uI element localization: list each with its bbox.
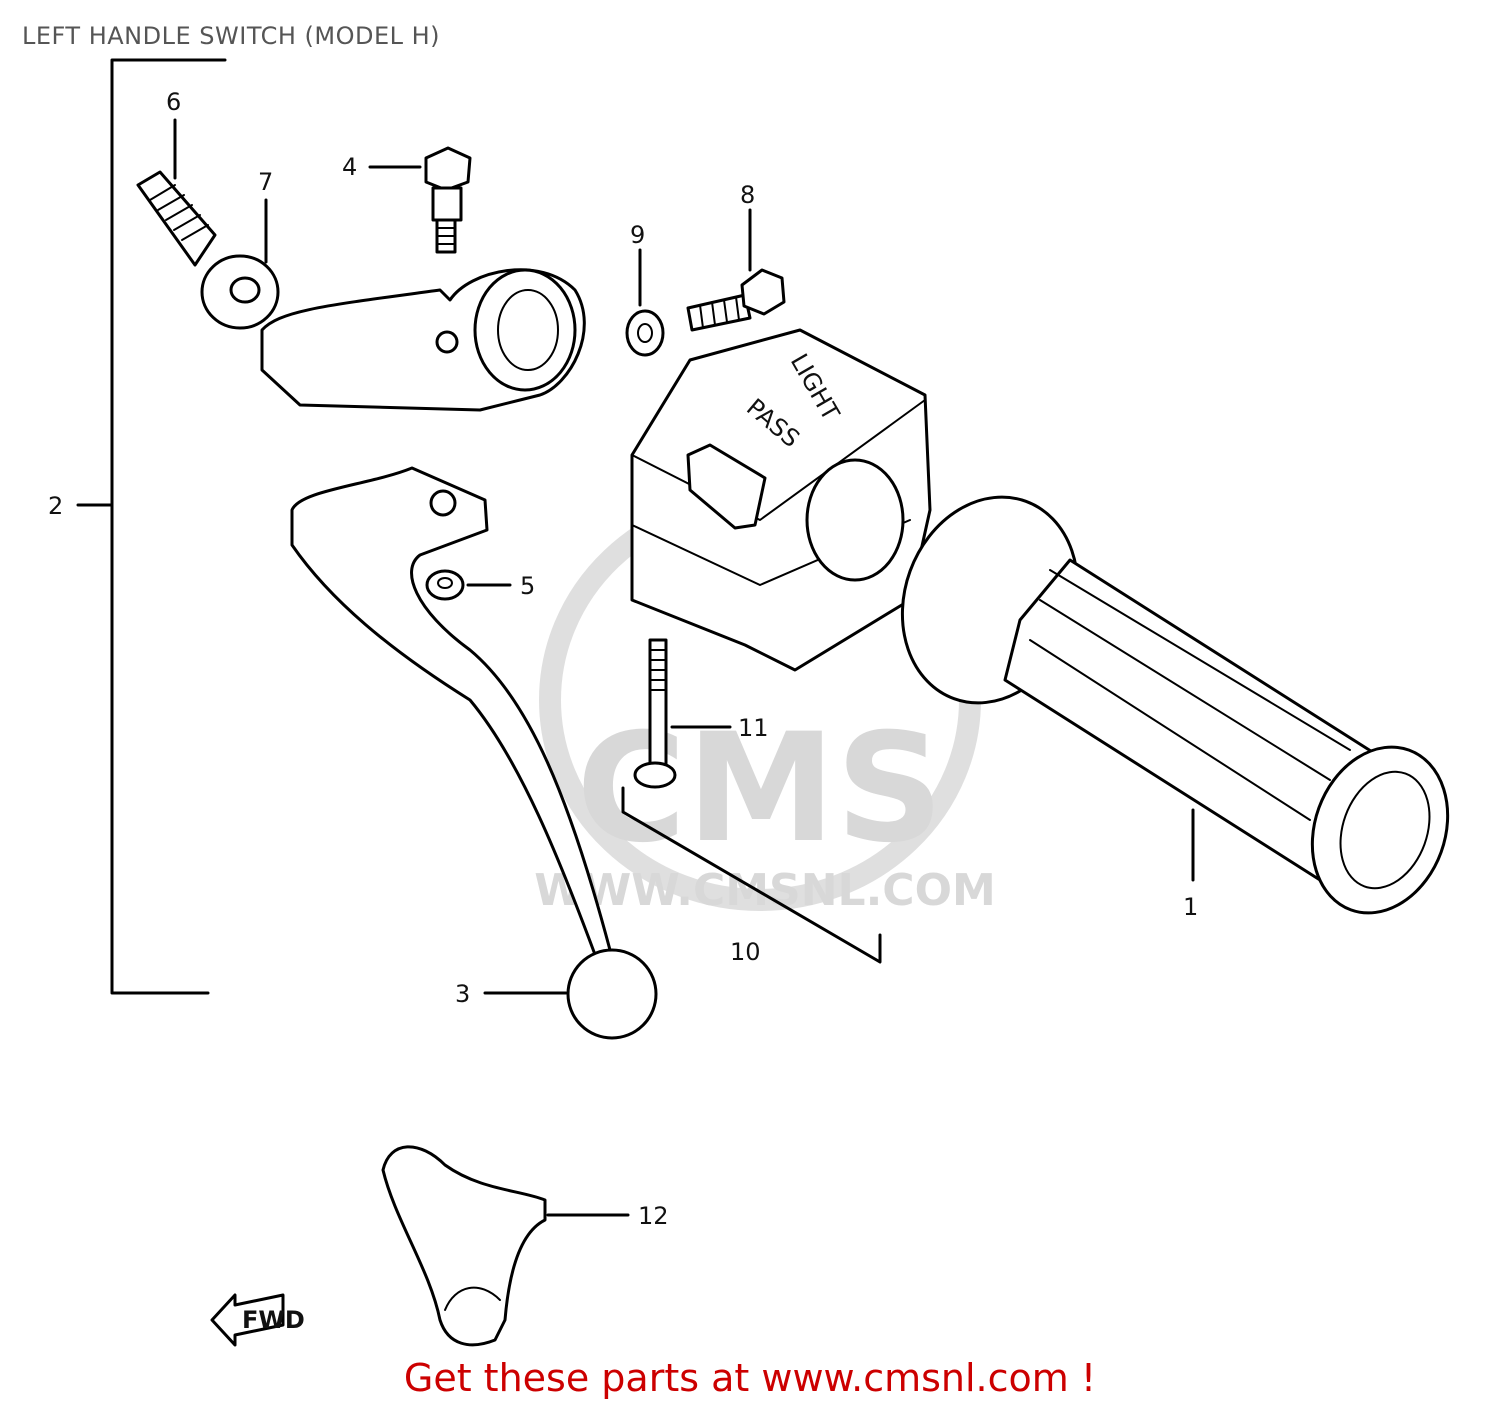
screw-part-8 [686,208,786,332]
left-handle-switch-housing: LIGHT PASS [630,328,932,672]
bracket-part-2 [76,58,227,995]
lever-holder-bracket [260,268,586,412]
callout-10: 10 [730,938,761,966]
lever-boot-part-12 [381,1145,630,1347]
forward-direction-arrow: FWD [210,1293,305,1347]
watermark-url: WWW.CMSNL.COM [534,865,996,916]
bolt-part-4 [368,146,472,254]
cms-watermark: CMS WWW.CMSNL.COM [534,489,996,916]
adjuster-screw-part-6 [136,118,217,267]
callout-4: 4 [342,153,357,181]
callout-8: 8 [740,181,755,209]
fwd-label: FWD [242,1306,305,1334]
handle-grip-part-1 [900,495,1450,915]
callout-12: 12 [638,1202,669,1230]
callout-3: 3 [455,980,470,1008]
callout-11: 11 [738,714,769,742]
washer-part-9 [625,248,665,357]
callout-7: 7 [258,168,273,196]
callout-5: 5 [520,572,535,600]
clutch-lever [290,466,612,962]
lock-nut-part-7 [200,198,280,330]
watermark-brand: CMS [576,702,943,876]
lever-ball-part-3 [483,948,658,1040]
page-title: LEFT HANDLE SWITCH (MODEL H) [22,22,441,50]
nut-part-5 [425,569,512,601]
callout-2: 2 [48,492,63,520]
callout-6: 6 [166,88,181,116]
callout-1: 1 [1183,893,1198,921]
screw-part-11 [633,638,732,789]
callout-9: 9 [630,221,645,249]
footer-promo-link[interactable]: Get these parts at www.cmsnl.com ! [403,1356,1097,1400]
bracket-part-10 [621,786,882,964]
